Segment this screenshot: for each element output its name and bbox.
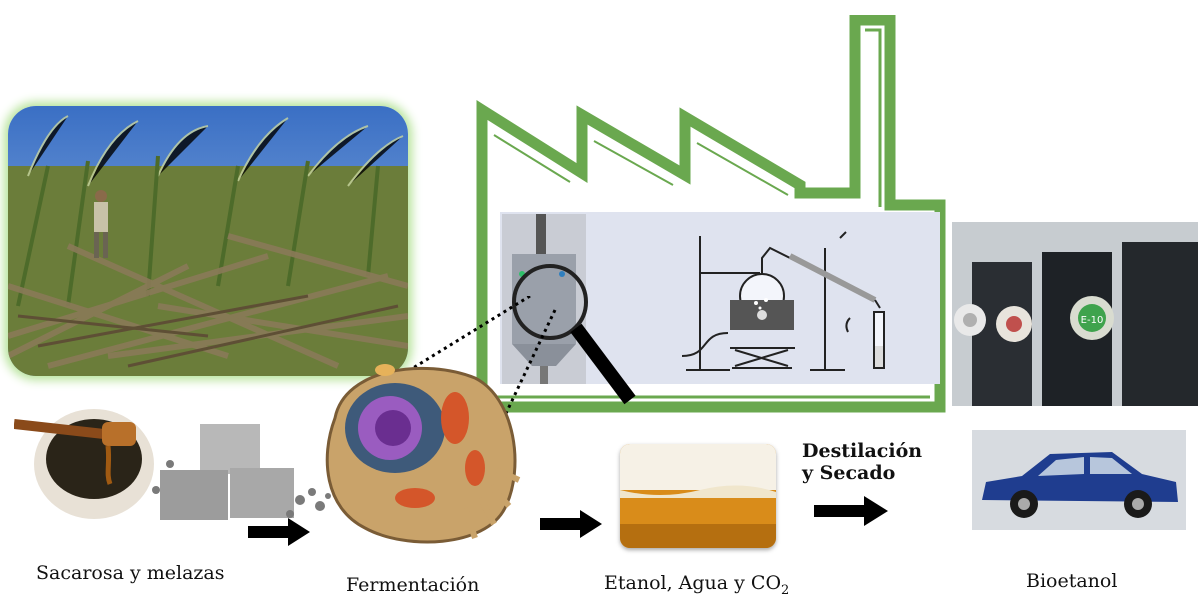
honey-dipper-icon [14,409,154,519]
cell-icon [325,364,521,544]
label-distillation: Destilación y Secado [802,440,923,484]
arrow-right-icon [248,518,310,546]
sugarcane-field-photo [8,106,408,376]
label-ethanol: Etanol, Agua y CO2 [604,572,790,598]
sugar-cube-icon [152,424,331,520]
pump-nozzle-label: E-10 [1081,315,1104,326]
magnifier-icon [512,264,636,405]
zoom-connector-lines [400,296,557,427]
car-photo [972,430,1186,530]
distillation-apparatus-icon [681,231,885,371]
label-sucrose: Sacarosa y melazas [36,562,225,584]
arrow-right-icon [814,496,888,526]
fuel-pump-photo: E-10 [952,222,1198,406]
ethanol-beer-photo [620,444,776,548]
label-bioethanol: Bioetanol [1026,570,1118,592]
label-fermentation: Fermentación [346,574,480,596]
arrow-right-icon [540,510,602,538]
